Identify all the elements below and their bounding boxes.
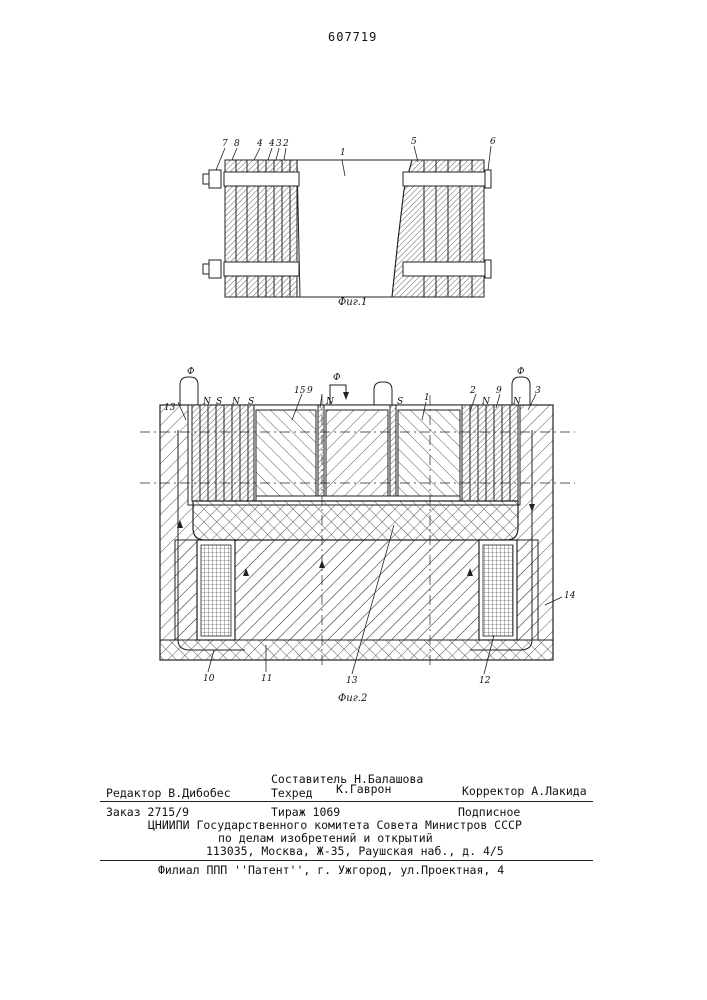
- divider-line: [100, 860, 593, 861]
- fig2-label-n3: N: [325, 397, 335, 407]
- imprint-org-line2: по делам изобретений и открытий: [218, 831, 433, 845]
- fig2-label-11: 11: [261, 674, 272, 684]
- fig1-label-8: 8: [234, 139, 240, 149]
- fig2-label-n1: N: [202, 397, 212, 407]
- imprint-subscription: Подписное: [458, 805, 520, 819]
- fig2-caption: Фиг.2: [338, 693, 367, 704]
- fig2-label-13b: 13: [346, 676, 358, 686]
- fig2-label-1: 1: [424, 393, 430, 403]
- fig1-label-4b: 4: [268, 139, 275, 149]
- fig2-label-s1: S: [216, 397, 222, 407]
- imprint-org-line1: ЦНИИПИ Государственного комитета Совета …: [148, 818, 522, 832]
- imprint-techred: Техред: [271, 786, 313, 800]
- divider-line: [100, 801, 593, 802]
- imprint-editor: Редактор В.Дибобес: [106, 786, 231, 800]
- fig2-label-3: 3: [535, 386, 541, 396]
- fig2-flux-center: Ф: [333, 373, 341, 383]
- imprint-circulation: Тираж 1069: [271, 805, 340, 819]
- fig2-label-9b: 9: [496, 386, 502, 396]
- fig2-label-n5: N: [512, 397, 522, 407]
- fig1-label-5: 5: [411, 137, 417, 147]
- imprint-techred-name: К.Гаврон: [336, 782, 391, 796]
- fig2-label-s3: S: [397, 397, 403, 407]
- fig1-label-6: 6: [490, 137, 496, 147]
- fig2-flux-left: Ф: [187, 367, 195, 377]
- figure-1: 7 8 4 4 3 2 1 5 6 Фиг.1: [203, 137, 496, 308]
- imprint-branch: Филиал ППП ''Патент'', г. Ужгород, ул.Пр…: [158, 863, 504, 877]
- figure-2: Ф Ф Ф 13 N S N S 15 9 N S 1 2 N 9 N 3 14…: [140, 367, 576, 704]
- imprint-order: Заказ 2715/9: [106, 805, 189, 819]
- fig1-label-4a: 4: [256, 139, 263, 149]
- fig2-label-15: 15: [294, 386, 306, 396]
- fig2-label-10: 10: [203, 674, 215, 684]
- imprint-address: 113035, Москва, Ж-35, Раушская наб., д. …: [206, 844, 504, 858]
- fig1-label-7: 7: [222, 139, 228, 149]
- fig1-label-3: 3: [276, 139, 282, 149]
- fig1-label-1: 1: [340, 148, 346, 158]
- fig2-flux-right: Ф: [517, 367, 525, 377]
- fig2-label-2: 2: [469, 386, 476, 396]
- fig1-label-2: 2: [282, 139, 289, 149]
- fig2-label-n2: N: [231, 397, 241, 407]
- imprint-corrector: Корректор А.Лакида: [462, 784, 587, 798]
- fig2-label-9a: 9: [307, 386, 313, 396]
- fig2-label-12: 12: [479, 676, 491, 686]
- fig2-label-s2: S: [248, 397, 254, 407]
- fig2-label-n4: N: [481, 397, 491, 407]
- fig2-label-14: 14: [564, 591, 576, 601]
- fig2-label-13a: 13: [164, 403, 176, 413]
- fig1-caption: Фиг.1: [338, 297, 367, 308]
